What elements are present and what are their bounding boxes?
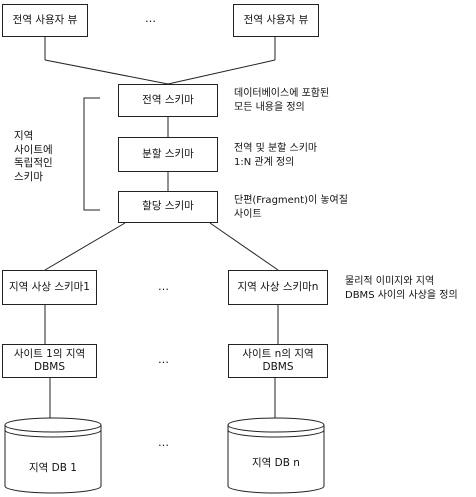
database-cylinder-n [227,417,325,494]
dbms-ellipsis: … [158,353,170,366]
site-n-dbms: 사이트 n의 지역 DBMS [228,344,328,378]
db-ellipsis: … [158,436,170,449]
local-mapping-schema-n: 지역 사상 스키마n [228,270,328,305]
fragment-schema-box: 분할 스키마 [118,137,218,172]
local-db-n-label: 지역 DB n [252,457,300,469]
global-user-view-1: 전역 사용자 뷰 [2,4,88,37]
local-mapping-note: 물리적 이미지와 지역 DBMS 사이의 사상을 정의 [345,276,458,301]
allocation-schema-box: 할당 스키마 [118,191,218,223]
site-1-dbms: 사이트 1의 지역 DBMS [2,344,97,378]
local-mapping-schema-1: 지역 사상 스키마1 [2,270,97,305]
allocation-schema-note: 단편(Fragment)이 놓여질 사이트 [234,195,348,220]
global-user-view-2: 전역 사용자 뷰 [233,4,319,37]
local-db-1-label: 지역 DB 1 [29,462,77,474]
mapping-ellipsis: … [158,280,170,293]
top-ellipsis: … [145,12,157,25]
global-schema-note: 데이터베이스에 포함된 모든 내용을 정의 [234,88,330,113]
database-cylinder-1 [4,417,102,494]
site-independent-label: 지역 사이트에 독립적인 스키마 [14,130,53,183]
global-schema-box: 전역 스키마 [118,84,218,117]
fragment-schema-note: 전역 및 분할 스키마 1:N 관계 정의 [234,143,318,168]
